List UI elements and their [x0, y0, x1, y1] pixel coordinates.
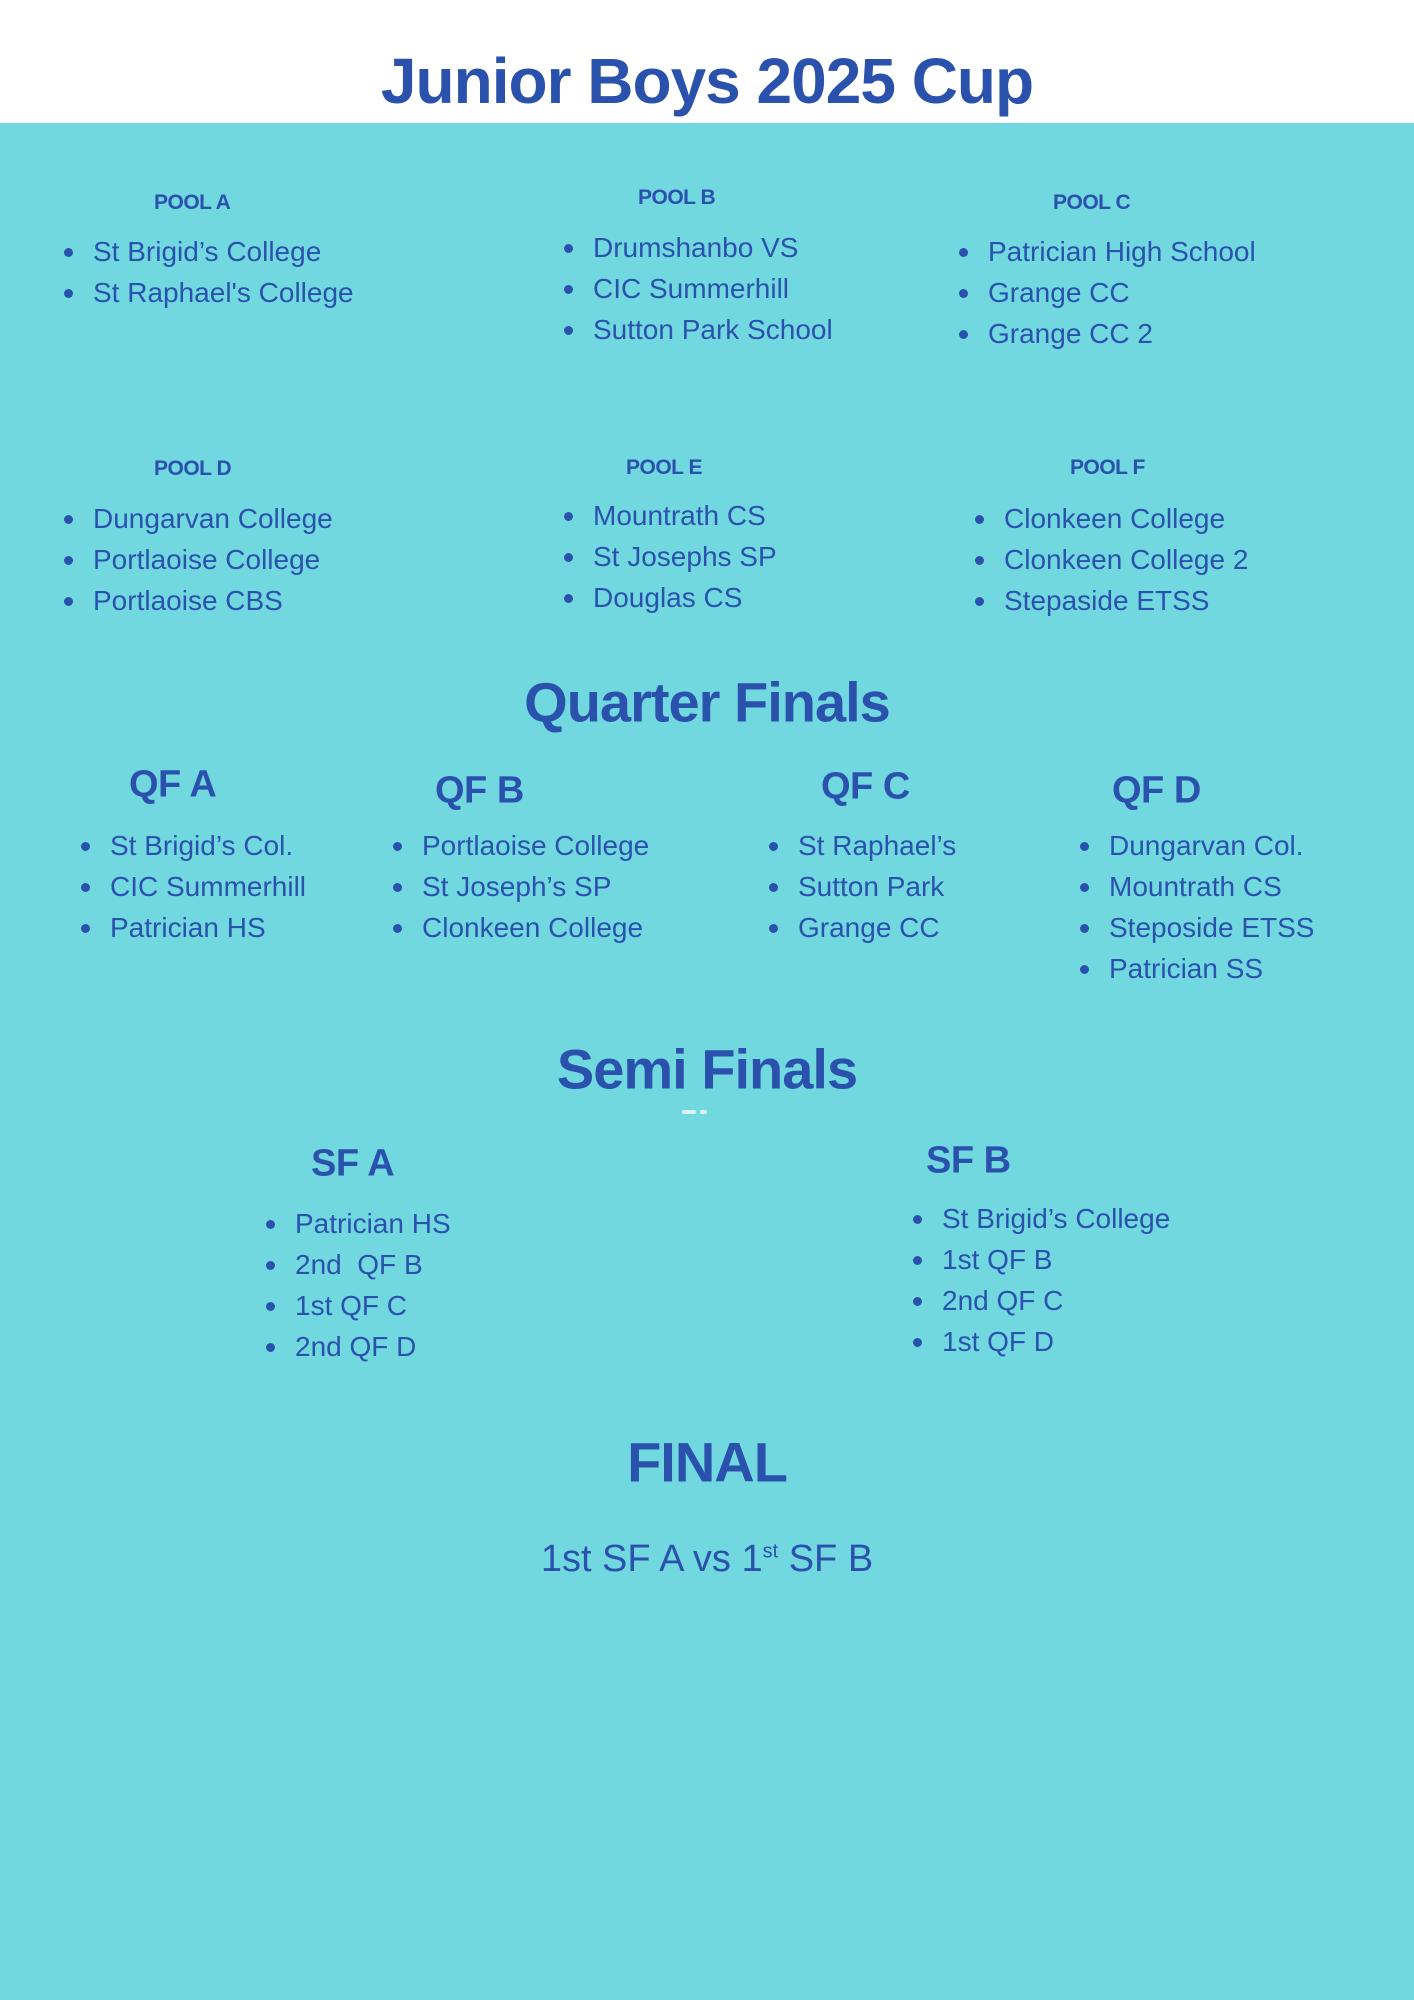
qf-heading: QF D — [1112, 769, 1201, 812]
team-list: St Brigid’s College 1st QF B 2nd QF C 1s… — [912, 1198, 1170, 1362]
list-item: Patrician SS — [1079, 948, 1314, 989]
list-item: Patrician HS — [266, 1203, 451, 1244]
pool-heading: POOL A — [154, 191, 231, 214]
list-item: 1st QF D — [912, 1321, 1170, 1362]
list-item: Steposide ETSS — [1079, 907, 1314, 948]
team-list: St Brigid’s Col. CIC Summerhill Patricia… — [80, 825, 306, 948]
list-item: 2nd QF B — [266, 1244, 451, 1285]
list-item: Sutton Park School — [564, 309, 833, 350]
pool-heading: POOL B — [638, 186, 716, 209]
team-list: Patrician HS 2nd QF B 1st QF C 2nd QF D — [266, 1203, 451, 1367]
pool-heading: POOL D — [154, 457, 232, 480]
list-item: Clonkeen College — [392, 907, 649, 948]
decorative-dash — [682, 1110, 696, 1114]
list-item: Dungarvan Col. — [1079, 825, 1314, 866]
pool-heading: POOL F — [1070, 456, 1145, 479]
list-item: Grange CC — [959, 272, 1256, 313]
list-item: 1st QF B — [912, 1239, 1170, 1280]
sf-heading: SF A — [311, 1142, 395, 1185]
quarter-finals-heading: Quarter Finals — [524, 670, 891, 734]
list-item: St Joseph’s SP — [392, 866, 649, 907]
team-list: Mountrath CS St Josephs SP Douglas CS — [564, 495, 777, 618]
team-list: Dungarvan Col. Mountrath CS Steposide ET… — [1079, 825, 1314, 989]
page-title: Junior Boys 2025 Cup — [380, 45, 1034, 117]
list-item: St Josephs SP — [564, 536, 777, 577]
final-text-before: 1st SF A vs 1 — [540, 1538, 763, 1580]
list-item: Clonkeen College 2 — [974, 539, 1248, 580]
final-text-after: SF B — [778, 1538, 874, 1580]
list-item: Portlaoise College — [392, 825, 649, 866]
list-item: Patrician High School — [959, 231, 1256, 272]
list-item: St Brigid’s College — [64, 231, 354, 272]
list-item: 2nd QF C — [912, 1280, 1170, 1321]
list-item: CIC Summerhill — [564, 268, 833, 309]
final-superscript: st — [762, 1540, 779, 1563]
team-list: Dungarvan College Portlaoise College Por… — [64, 498, 333, 621]
list-item: Drumshanbo VS — [564, 227, 833, 268]
pool-heading: POOL E — [626, 456, 702, 479]
team-list: Clonkeen College Clonkeen College 2 Step… — [974, 498, 1248, 621]
list-item: Sutton Park — [768, 866, 956, 907]
list-item: Mountrath CS — [564, 495, 777, 536]
list-item: Portlaoise College — [64, 539, 333, 580]
list-item: St Raphael’s — [768, 825, 956, 866]
list-item: CIC Summerhill — [80, 866, 306, 907]
final-matchup: 1st SF A vs 1st SF B — [0, 1538, 1414, 1581]
list-item: 2nd QF D — [266, 1326, 451, 1367]
qf-heading: QF A — [129, 763, 217, 806]
semi-finals-heading: Semi Finals — [556, 1037, 858, 1101]
list-item: Douglas CS — [564, 577, 777, 618]
list-item: St Brigid’s Col. — [80, 825, 306, 866]
team-list: St Raphael’s Sutton Park Grange CC — [768, 825, 956, 948]
sf-heading: SF B — [926, 1139, 1011, 1182]
qf-heading: QF B — [435, 769, 524, 812]
list-item: 1st QF C — [266, 1285, 451, 1326]
header-band — [0, 0, 1414, 123]
list-item: Portlaoise CBS — [64, 580, 333, 621]
pool-heading: POOL C — [1053, 191, 1131, 214]
list-item: Grange CC — [768, 907, 956, 948]
list-item: Patrician HS — [80, 907, 306, 948]
list-item: Dungarvan College — [64, 498, 333, 539]
team-list: Portlaoise College St Joseph’s SP Clonke… — [392, 825, 649, 948]
list-item: St Brigid’s College — [912, 1198, 1170, 1239]
list-item: St Raphael's College — [64, 272, 354, 313]
final-heading: FINAL — [627, 1430, 788, 1494]
team-list: Patrician High School Grange CC Grange C… — [959, 231, 1256, 354]
list-item: Clonkeen College — [974, 498, 1248, 539]
decorative-dash — [700, 1110, 707, 1114]
qf-heading: QF C — [821, 765, 910, 808]
list-item: Mountrath CS — [1079, 866, 1314, 907]
list-item: Stepaside ETSS — [974, 580, 1248, 621]
team-list: St Brigid’s College St Raphael's College — [64, 231, 354, 313]
list-item: Grange CC 2 — [959, 313, 1256, 354]
team-list: Drumshanbo VS CIC Summerhill Sutton Park… — [564, 227, 833, 350]
